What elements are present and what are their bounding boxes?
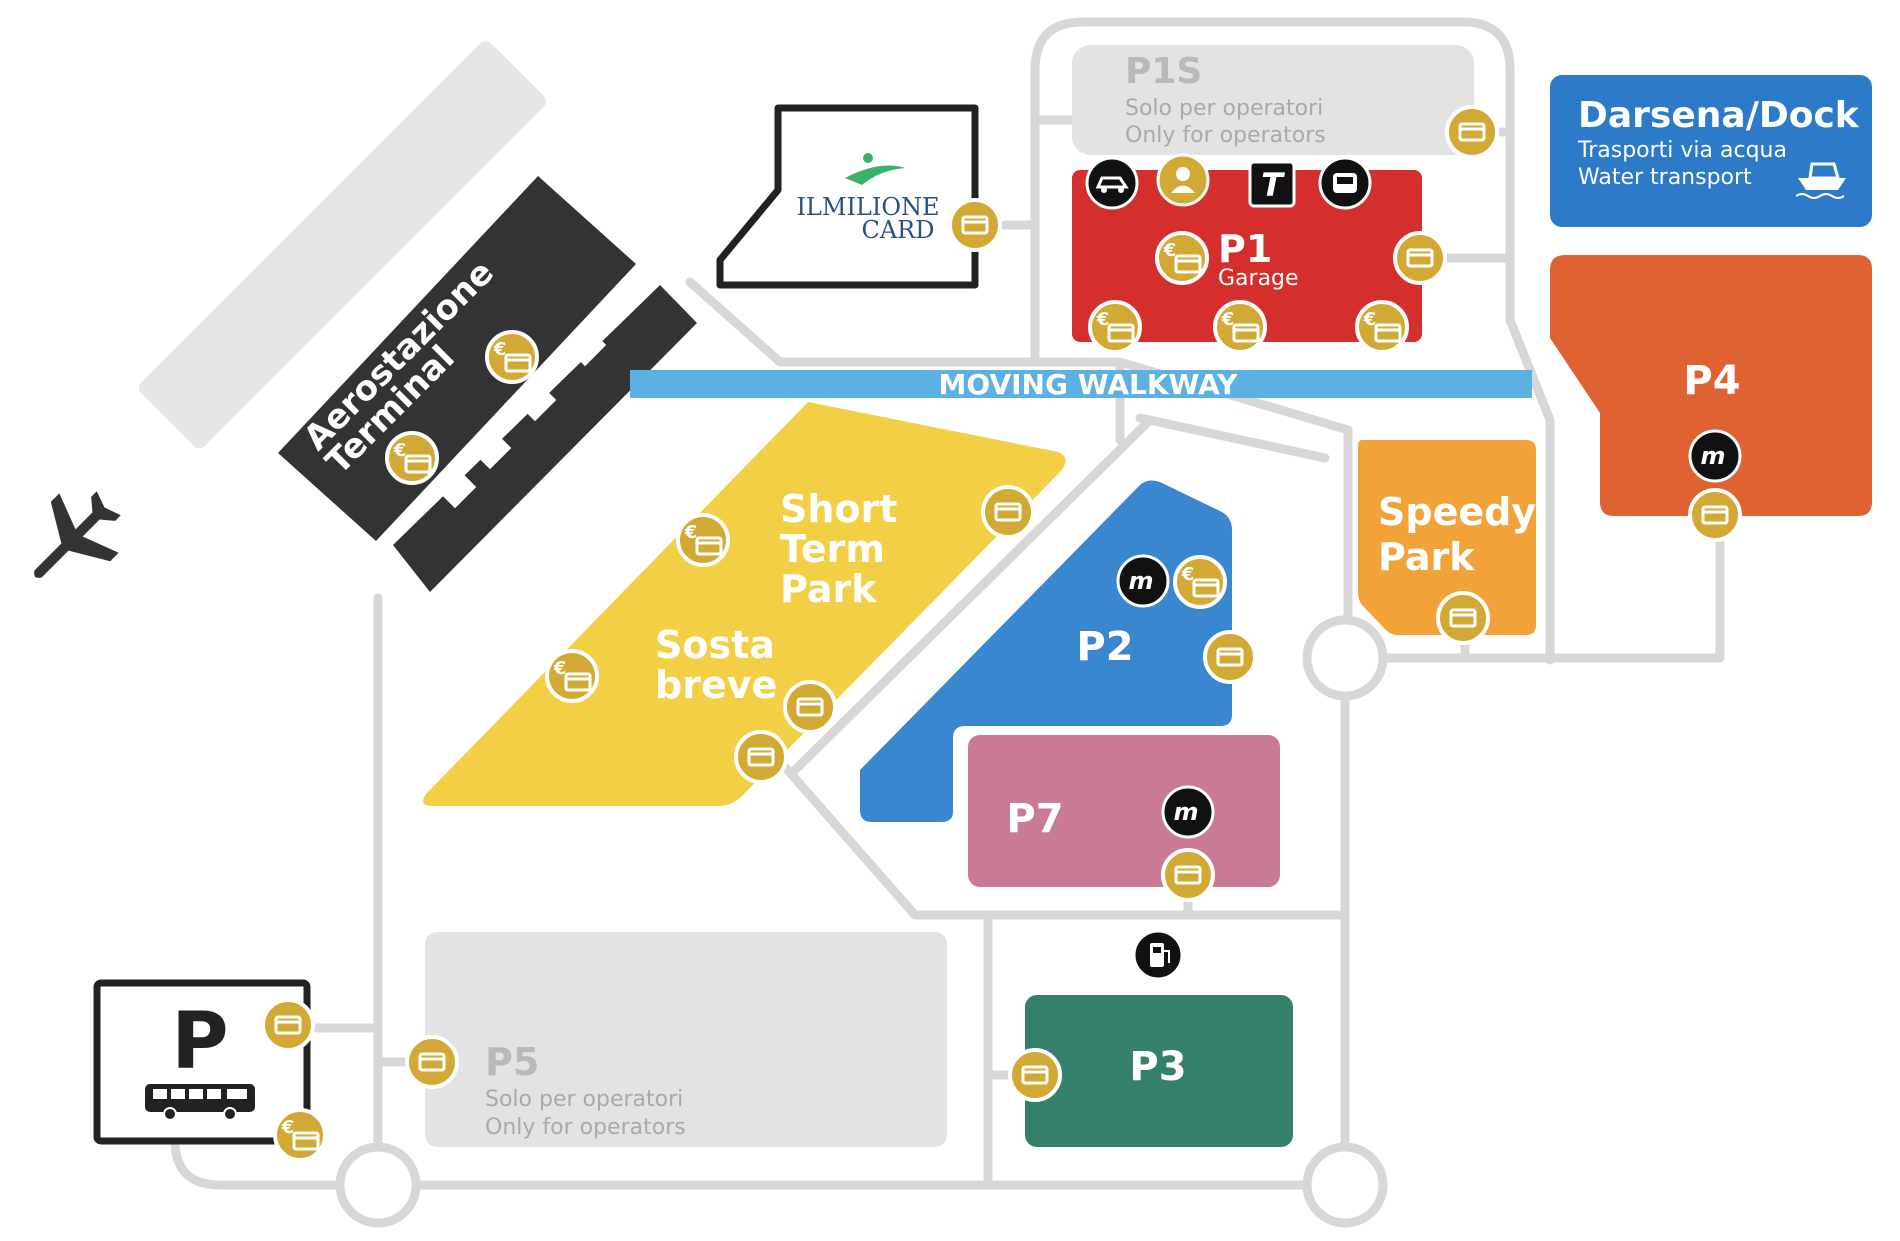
card-payment-icon: [1445, 105, 1499, 159]
parking-p1-garage[interactable]: P1 Garage: [1072, 170, 1422, 342]
p5-note-it: Solo per operatori: [485, 1087, 683, 1112]
parking-short-term[interactable]: Short Term Park Sosta breve: [423, 402, 1066, 806]
card-payment-icon: [1008, 1048, 1062, 1102]
cash-card-payment-icon: €: [1173, 555, 1227, 609]
cash-card-payment-icon: €: [1213, 300, 1267, 354]
cash-card-payment-icon: €: [385, 431, 439, 485]
card-payment-icon: [261, 998, 315, 1052]
darsena-name: Darsena/Dock: [1578, 95, 1860, 136]
svg-text:€: €: [1363, 309, 1377, 330]
taxi-icon: T: [1248, 160, 1296, 208]
taxi-letter: T: [1261, 166, 1285, 204]
svg-text:€: €: [493, 339, 507, 360]
parking-p1s[interactable]: P1S Solo per operatori Only for operator…: [1072, 45, 1474, 155]
card-payment-icon: [734, 730, 788, 784]
telepass-icon: m: [1688, 429, 1742, 483]
svg-text:€: €: [1221, 309, 1235, 330]
p3-name: P3: [1129, 1044, 1186, 1090]
svg-text:€: €: [1163, 240, 1177, 261]
short-term-en-1: Short: [780, 487, 897, 531]
boat-icon: [1795, 162, 1846, 199]
darsena-dock[interactable]: Darsena/Dock Trasporti via acqua Water t…: [1550, 75, 1872, 227]
cash-card-payment-icon: €: [676, 513, 730, 567]
walkway-label: MOVING WALKWAY: [939, 368, 1239, 401]
p5-name: P5: [485, 1040, 539, 1084]
p1s-note-en: Only for operators: [1125, 123, 1326, 148]
telepass-letter: m: [1700, 442, 1725, 470]
darsena-note-it: Trasporti via acqua: [1577, 138, 1787, 163]
ilmilione-label-2: CARD: [861, 216, 934, 244]
speedy-line-2: Park: [1378, 535, 1475, 579]
fuel-pump-icon: [1132, 929, 1184, 981]
cash-card-payment-icon: €: [485, 330, 539, 384]
card-payment-icon: [783, 680, 837, 734]
parking-speedy[interactable]: Speedy Park: [1358, 440, 1536, 635]
car-rental-icon: [1085, 156, 1139, 210]
cash-card-payment-icon: €: [1355, 300, 1409, 354]
card-payment-icon: [1393, 231, 1447, 285]
p4-name: P4: [1683, 358, 1740, 404]
cash-card-payment-icon: €: [1155, 231, 1209, 285]
darsena-note-en: Water transport: [1578, 165, 1752, 190]
svg-text:€: €: [553, 658, 567, 679]
svg-text:€: €: [393, 440, 407, 461]
p1-name: P1: [1218, 227, 1272, 271]
bus-front-icon: [1318, 156, 1372, 210]
card-payment-icon: [948, 198, 1002, 252]
airplane-icon: [34, 491, 121, 578]
card-payment-icon: [1203, 630, 1257, 684]
bus-icon: [145, 1084, 255, 1121]
moving-walkway: MOVING WALKWAY: [630, 368, 1532, 401]
short-term-en-2: Term: [780, 527, 885, 571]
person-icon: [1156, 153, 1210, 207]
p7-name: P7: [1006, 796, 1063, 842]
svg-text:€: €: [684, 522, 698, 543]
card-payment-icon: [1161, 848, 1215, 902]
p1s-name: P1S: [1125, 51, 1202, 92]
bus-parking[interactable]: P: [93, 979, 311, 1145]
runway: [138, 41, 546, 449]
ilmilione-logo-icon: [845, 165, 905, 185]
p1-sub: Garage: [1218, 266, 1299, 291]
telepass-icon: m: [1116, 554, 1170, 608]
card-payment-icon: [405, 1035, 459, 1089]
card-payment-icon: [1688, 488, 1742, 542]
bus-parking-letter: P: [171, 997, 228, 1087]
parking-p5[interactable]: P5 Solo per operatori Only for operators: [425, 932, 947, 1147]
parking-p4[interactable]: P4: [1550, 255, 1872, 516]
telepass-letter: m: [1128, 567, 1153, 595]
short-term-it-2: breve: [655, 663, 777, 707]
card-payment-icon: [1436, 591, 1490, 645]
short-term-it-1: Sosta: [655, 623, 775, 667]
ilmilione-label-1: ILMILIONE: [796, 193, 939, 221]
cash-card-payment-icon: €: [273, 1108, 327, 1162]
card-payment-icon: [981, 485, 1035, 539]
telepass-letter: m: [1173, 798, 1198, 826]
svg-text:€: €: [281, 1117, 295, 1138]
telepass-icon: m: [1161, 785, 1215, 839]
speedy-line-1: Speedy: [1378, 490, 1536, 534]
p5-note-en: Only for operators: [485, 1115, 686, 1140]
parking-p3[interactable]: P3: [1025, 995, 1293, 1147]
parking-p7[interactable]: P7: [968, 735, 1280, 887]
short-term-en-3: Park: [780, 567, 877, 611]
cash-card-payment-icon: €: [545, 649, 599, 703]
cash-card-payment-icon: €: [1088, 300, 1142, 354]
ilmilione-card-point[interactable]: ILMILIONE CARD: [716, 104, 979, 289]
p1s-note-it: Solo per operatori: [1125, 96, 1323, 121]
p2-name: P2: [1076, 624, 1133, 670]
svg-text:€: €: [1181, 564, 1195, 585]
svg-text:€: €: [1096, 309, 1110, 330]
payment-points: € € € € € € € € € €: [261, 105, 1742, 1162]
